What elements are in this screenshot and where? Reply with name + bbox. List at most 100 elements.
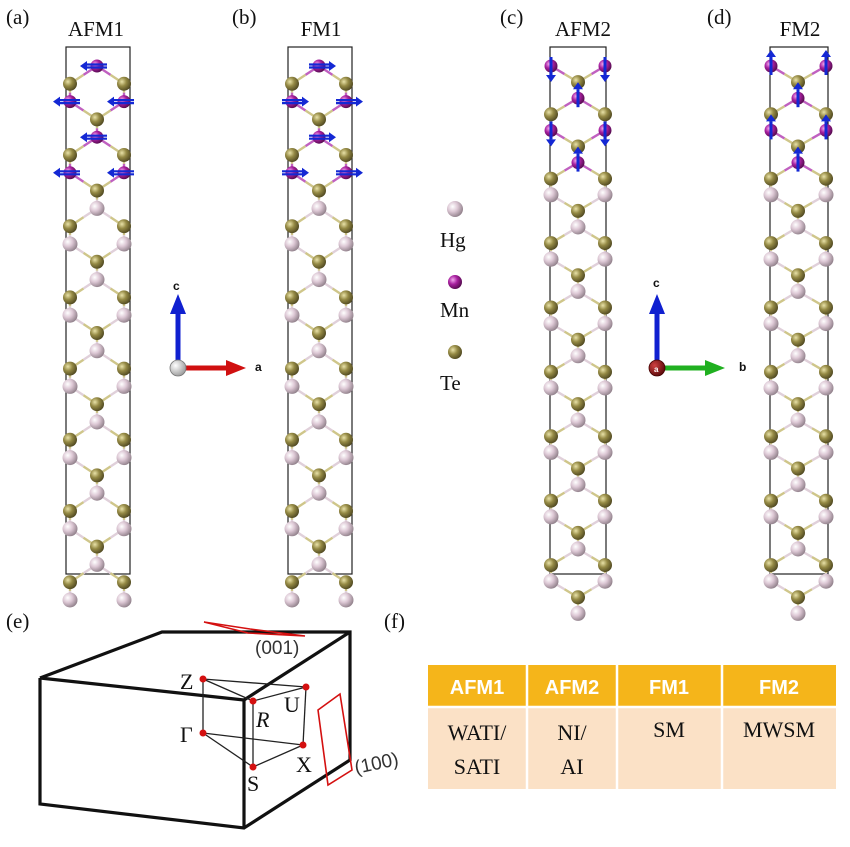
atom-te bbox=[791, 75, 805, 90]
atom-te bbox=[312, 254, 326, 269]
atom-te bbox=[571, 590, 585, 605]
atom-te bbox=[764, 364, 778, 379]
atom-mn bbox=[63, 166, 77, 180]
atom-hg bbox=[338, 592, 354, 608]
panel-label-f: (f) bbox=[384, 609, 405, 633]
atom-te bbox=[791, 590, 805, 605]
surface-plane-100 bbox=[317, 692, 353, 787]
atom-hg bbox=[597, 444, 613, 460]
axis-label-a-origin: a bbox=[654, 365, 659, 374]
atom-te bbox=[544, 429, 558, 444]
table-cell-fm1: SM bbox=[653, 717, 685, 742]
atom-te bbox=[339, 432, 353, 447]
atom-te bbox=[819, 429, 833, 444]
atom-mn bbox=[285, 95, 299, 109]
atom-te bbox=[285, 76, 299, 91]
atom-te bbox=[117, 432, 131, 447]
atom-te bbox=[63, 219, 77, 234]
atom-hg bbox=[338, 307, 354, 323]
atom-te bbox=[764, 236, 778, 251]
atom-te bbox=[63, 148, 77, 162]
atom-te bbox=[791, 461, 805, 476]
bz-point-gamma bbox=[199, 729, 207, 737]
atom-te bbox=[90, 326, 104, 340]
atom-te bbox=[819, 236, 833, 251]
crystal-structure-afm1 bbox=[53, 46, 134, 608]
atom-te bbox=[764, 300, 778, 315]
atom-hg bbox=[284, 521, 300, 537]
atom-hg bbox=[89, 485, 105, 501]
atom-hg bbox=[818, 509, 834, 525]
atom-mn bbox=[63, 95, 77, 109]
atom-te bbox=[285, 290, 299, 305]
panel-title-fm2: FM2 bbox=[780, 17, 821, 41]
atom-hg bbox=[89, 272, 105, 288]
atom-te bbox=[63, 504, 77, 518]
atom-hg bbox=[763, 316, 779, 332]
atom-hg bbox=[543, 187, 559, 203]
atom-hg bbox=[763, 509, 779, 525]
atom-te bbox=[339, 290, 353, 305]
atom-te bbox=[63, 575, 77, 590]
atom-hg bbox=[790, 541, 806, 557]
atom-te bbox=[285, 432, 299, 447]
axis-label-c2: c bbox=[653, 276, 660, 290]
bz-label-gamma: Γ bbox=[180, 722, 193, 747]
panel-label-a: (a) bbox=[6, 5, 29, 29]
atom-te bbox=[312, 326, 326, 340]
atom-te bbox=[544, 300, 558, 315]
atom-te bbox=[285, 361, 299, 376]
atom-te bbox=[117, 219, 131, 234]
atom-hg bbox=[543, 509, 559, 525]
atom-hg bbox=[790, 477, 806, 493]
atom-te bbox=[339, 361, 353, 376]
atom-te bbox=[63, 76, 77, 91]
atom-te bbox=[598, 364, 612, 379]
atom-hg bbox=[790, 348, 806, 364]
bz-point-r bbox=[249, 697, 257, 705]
atom-hg bbox=[116, 378, 132, 394]
atom-te bbox=[791, 139, 805, 154]
atom-hg bbox=[818, 573, 834, 589]
atom-te bbox=[90, 539, 104, 554]
atom-te bbox=[90, 183, 104, 198]
panel-label-e: (e) bbox=[6, 609, 29, 633]
atom-te bbox=[571, 203, 585, 218]
panel-title-fm1: FM1 bbox=[301, 17, 342, 41]
legend-label-mn: Mn bbox=[440, 298, 470, 322]
atom-hg bbox=[763, 573, 779, 589]
atom-hg bbox=[597, 509, 613, 525]
atom-te bbox=[90, 112, 104, 127]
panel-title-afm2: AFM2 bbox=[555, 17, 611, 41]
legend-label-hg: Hg bbox=[440, 228, 466, 252]
atom-te bbox=[598, 493, 612, 508]
atom-hg bbox=[543, 573, 559, 589]
atom-mn bbox=[312, 130, 326, 144]
atom-hg bbox=[284, 592, 300, 608]
atom-hg bbox=[338, 378, 354, 394]
atom-mn bbox=[285, 166, 299, 180]
atom-hg bbox=[570, 541, 586, 557]
atom-hg bbox=[311, 414, 327, 430]
atom-te bbox=[117, 148, 131, 162]
atom-hg bbox=[763, 444, 779, 460]
atom-hg bbox=[311, 485, 327, 501]
atom-mn bbox=[90, 130, 104, 144]
table-cell-afm2-line2: AI bbox=[560, 754, 583, 779]
atom-te bbox=[63, 361, 77, 376]
atom-te bbox=[63, 290, 77, 305]
atom-hg bbox=[543, 444, 559, 460]
atom-te bbox=[819, 300, 833, 315]
atom-hg bbox=[338, 236, 354, 252]
atom-te bbox=[791, 203, 805, 218]
atom-te bbox=[571, 461, 585, 476]
atom-hg bbox=[311, 200, 327, 216]
atom-te bbox=[544, 493, 558, 508]
atom-te bbox=[598, 300, 612, 315]
table-header-row bbox=[428, 665, 836, 707]
atom-te bbox=[764, 429, 778, 444]
atom-te bbox=[90, 397, 104, 412]
atom-hg bbox=[89, 343, 105, 359]
bz-label-r: R bbox=[255, 707, 270, 732]
bz-label-z: Z bbox=[180, 669, 193, 694]
